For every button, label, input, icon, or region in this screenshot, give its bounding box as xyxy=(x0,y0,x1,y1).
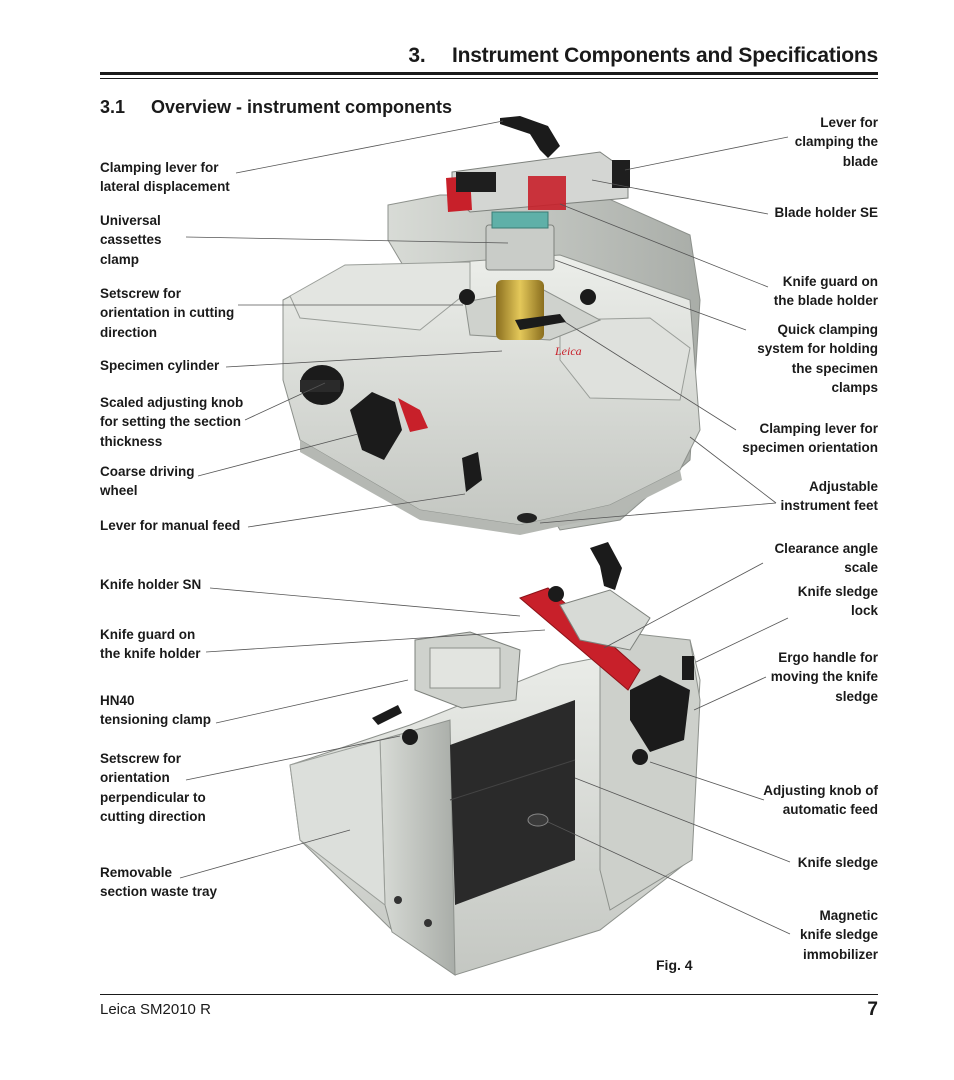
footer-product: Leica SM2010 R xyxy=(100,1001,211,1018)
bottom-instrument xyxy=(289,542,701,976)
section-title-text: Overview - instrument components xyxy=(151,97,453,117)
label-lever-manual-feed: Lever for manual feed xyxy=(100,518,241,533)
figure-caption: Fig. 4 xyxy=(656,957,693,973)
leader-lines xyxy=(179,120,791,935)
label-blade-holder-se: Blade holder SE xyxy=(774,205,878,220)
section-number: 3.1 xyxy=(100,97,126,117)
section-title: 3.1 Overview - instrument components xyxy=(100,97,452,118)
page-number: 7 xyxy=(867,999,878,1020)
top-instrument: Leica xyxy=(282,116,701,535)
footer-rule xyxy=(100,994,878,995)
chapter-title: 3. Instrument Components and Specificati… xyxy=(408,44,878,67)
label-specimen-cylinder: Specimen cylinder xyxy=(100,358,220,373)
label-knife-holder-sn: Knife holder SN xyxy=(100,577,202,592)
label-knife-sledge: Knife sledge xyxy=(797,855,878,870)
header-rule xyxy=(100,72,878,75)
svg-text:Leica: Leica xyxy=(554,344,582,358)
header-rule-thin xyxy=(100,78,878,79)
